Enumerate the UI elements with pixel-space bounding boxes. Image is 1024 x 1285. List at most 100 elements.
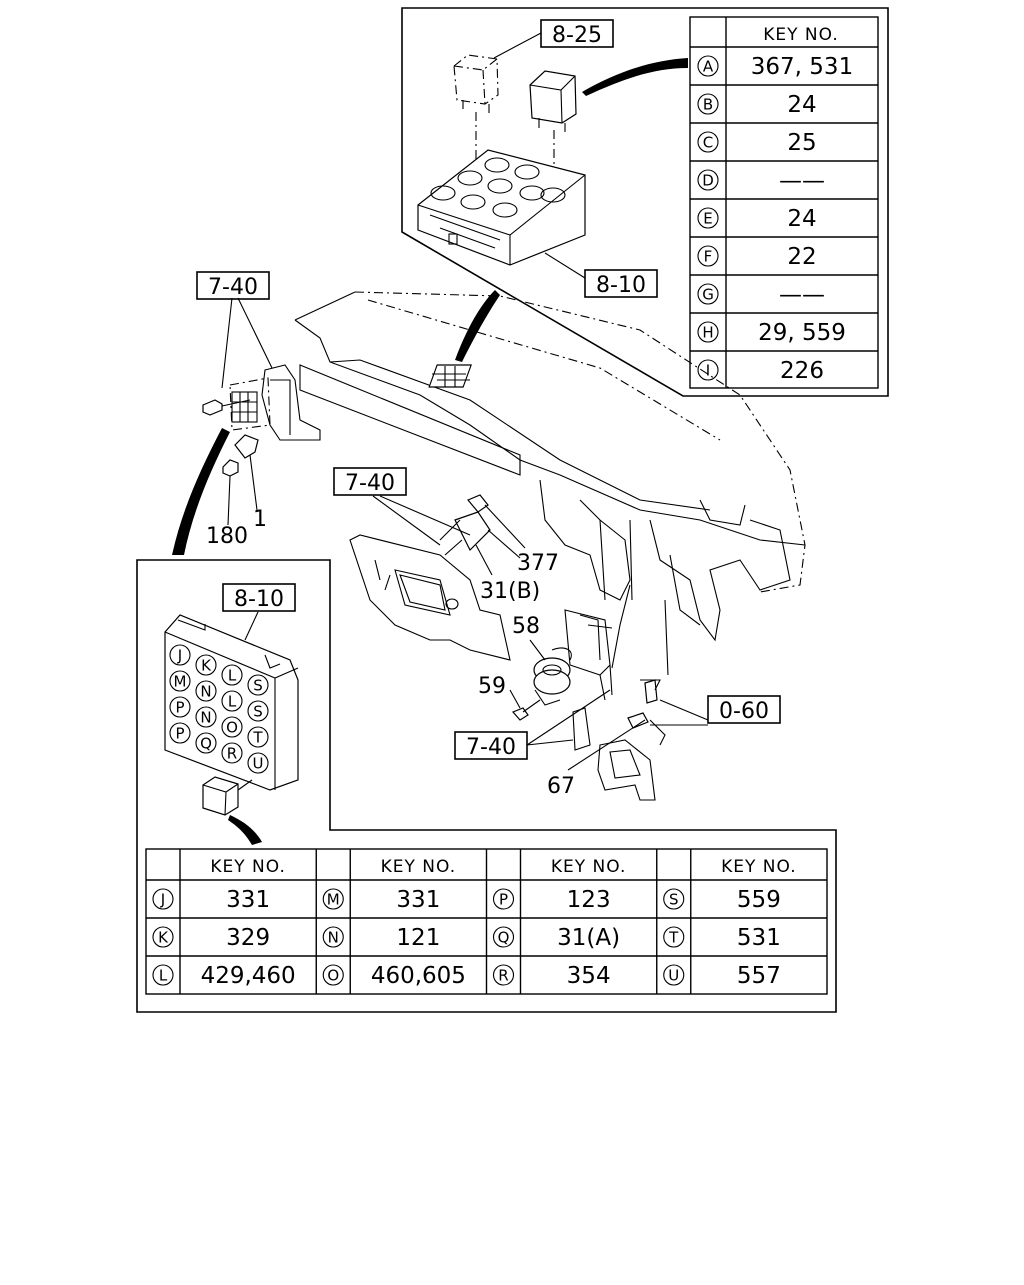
top-table-letter-i-circle (697, 359, 719, 381)
top-table-letter-f: F (697, 245, 719, 267)
inset-fuse-slot-s-circle (247, 674, 269, 696)
inset-fuse-slot-n-text: N (200, 683, 211, 701)
bottom-table-letter-u-text: U (668, 967, 679, 985)
relay-group (453, 32, 577, 180)
inset-fuse-slot-r: R (221, 742, 243, 764)
bottom-table-letter-j-text: J (160, 891, 165, 909)
top-table-letter-d-text: D (702, 172, 714, 190)
bottom-table-letter-q: Q (492, 926, 515, 948)
bottom-table-letter-m-circle (322, 888, 344, 910)
callout-7-40-bottom: 7-40 (454, 731, 528, 760)
bottom-table-letter-q-circle (492, 926, 515, 948)
top-table-value-a: 367, 531 (751, 54, 853, 80)
bottom-table-letter-o-text: O (327, 967, 339, 985)
bottom-table-letter-r: R (492, 964, 515, 986)
inset-fuse-slot-p-circle (169, 722, 191, 744)
top-table-value-g: —— (779, 282, 825, 308)
callout-8-25-text: 8-25 (552, 23, 602, 48)
top-table-letter-i: I (697, 359, 719, 381)
inset-fuse-slot-l: L (221, 664, 243, 686)
inset-fuse-slot-s-circle (247, 700, 269, 722)
top-table-letter-c-text: C (703, 134, 713, 152)
label-180: 180 (206, 524, 248, 549)
label-59: 59 (478, 674, 506, 699)
inset-fuse-slot-p: P (169, 696, 191, 718)
inset-fuse-slot-j-text: J (177, 647, 182, 665)
inset-fuse-slot-t-text: T (252, 729, 263, 747)
top-table-letter-c: C (697, 131, 719, 153)
callout-8-10-inset: 8-10 (222, 583, 296, 612)
inset-fuse-slot-l-text: L (228, 693, 237, 711)
bottom-table-letter-l-circle (152, 964, 174, 986)
inset-fuse-slot-l-circle (221, 690, 243, 712)
top-table-letter-d: D (697, 169, 719, 191)
bottom-table-value-u: 557 (737, 963, 781, 989)
inset-fuse-slot-u-text: U (253, 755, 264, 773)
center-panel-assembly (349, 494, 526, 661)
bottom-table-value-r: 354 (567, 963, 611, 989)
bottom-table-letter-l-text: L (159, 967, 168, 985)
bottom-table-letter-k: K (152, 926, 174, 948)
bottom-table-letter-p: P (492, 888, 515, 910)
callout-7-40-left-text: 7-40 (208, 275, 258, 300)
bottom-table-value-s: 559 (737, 887, 781, 913)
pointer-arrow-top (582, 58, 688, 96)
callout-8-10-top-text: 8-10 (596, 273, 646, 298)
bottom-table-value-m: 331 (396, 887, 440, 913)
bottom-table-letter-l: L (152, 964, 174, 986)
inset-fuse-slot-m-circle (169, 670, 191, 692)
callout-8-10-top: 8-10 (584, 269, 658, 298)
bottom-table-letter-r-circle (492, 964, 515, 986)
bottom-table-letter-k-text: K (158, 929, 169, 947)
label-31b: 31(B) (480, 579, 540, 604)
inset-fuse-slot-u: U (247, 752, 269, 774)
inset-fuse-slot-r-text: R (227, 745, 237, 763)
bottom-table-letter-t: T (663, 926, 685, 948)
top-inset (401, 7, 889, 397)
inset-fuse-slot-m-text: M (174, 673, 187, 691)
inset-fuse-slot-p-text: P (175, 725, 184, 743)
label-67: 67 (547, 774, 575, 799)
inset-fuse-slot-j: J (169, 644, 191, 666)
bottom-table-letter-p-circle (492, 888, 515, 910)
bottom-table-value-n: 121 (396, 925, 440, 951)
inset-fuse-slot-j-circle (169, 644, 191, 666)
top-table-letter-i-text: I (706, 362, 710, 380)
bottom-table-header: KEY NO. (721, 857, 797, 877)
inset-fuse-slot-t: T (247, 726, 269, 748)
bottom-inset (136, 559, 837, 1013)
inset-fuse-slot-p: P (169, 722, 191, 744)
callout-7-40-center-text: 7-40 (345, 471, 395, 496)
dashboard-assembly (294, 290, 806, 642)
pointer-arrow-dash (455, 290, 500, 362)
inset-fuse-slot-n: N (195, 706, 217, 728)
top-table-letter-e-circle (697, 207, 719, 229)
inset-fuse-slot-p-text: P (175, 699, 184, 717)
top-table-letter-b-text: B (703, 96, 713, 114)
bottom-table-header: KEY NO. (381, 857, 457, 877)
bottom-table-letter-s-text: S (669, 891, 679, 909)
label-58: 58 (512, 614, 540, 639)
bottom-table-letter-n-text: N (328, 929, 339, 947)
inset-fuse-slot-p-circle (169, 696, 191, 718)
bottom-table-value-p: 123 (567, 887, 611, 913)
inset-fuse-slot-n-text: N (200, 709, 211, 727)
top-table-letter-e-text: E (703, 210, 712, 228)
top-table-letter-a-circle (697, 55, 719, 77)
bottom-table-header: KEY NO. (551, 857, 627, 877)
top-table-value-i: 226 (780, 358, 824, 384)
top-table-header: KEY NO. (763, 25, 839, 45)
bottom-table-letter-t-text: T (668, 929, 679, 947)
bottom-table-letter-n-circle (322, 926, 344, 948)
lower-center-assembly (509, 584, 709, 801)
bottom-table-header: KEY NO. (210, 857, 286, 877)
bottom-table-value-q: 31(A) (557, 925, 620, 951)
bottom-table-letter-m-text: M (327, 891, 340, 909)
top-table-value-e: 24 (787, 206, 816, 232)
inset-fuse-slot-n-circle (195, 680, 217, 702)
top-table-value-c: 25 (787, 130, 816, 156)
top-table-letter-b: B (697, 93, 719, 115)
bottom-table-letter-j-circle (152, 888, 174, 910)
inset-fuse-slot-t-circle (247, 726, 269, 748)
